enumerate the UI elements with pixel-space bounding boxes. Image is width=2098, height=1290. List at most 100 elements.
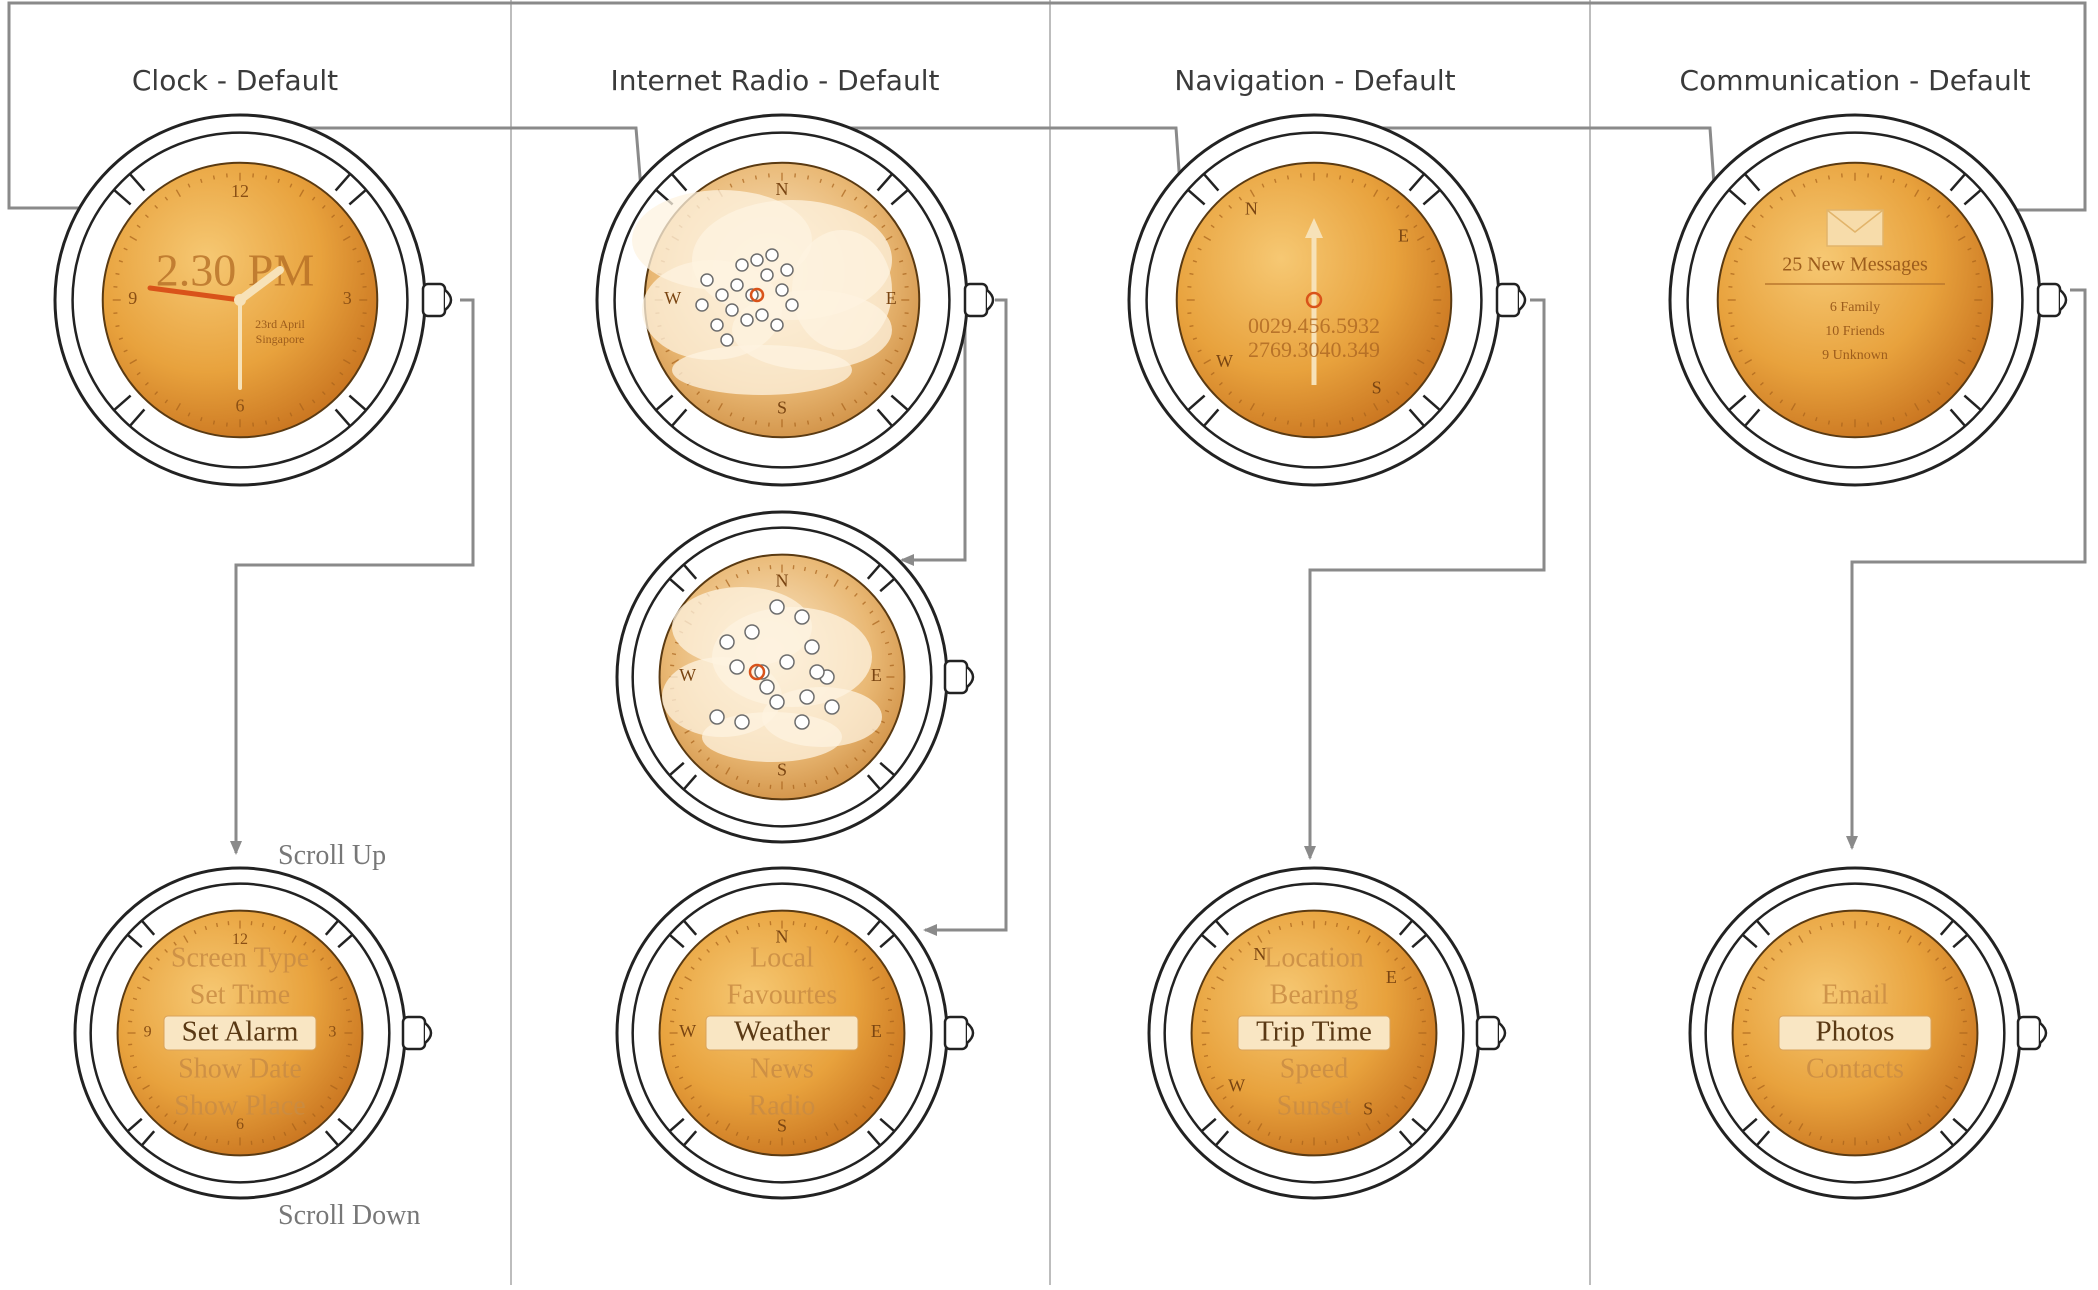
minute-tick bbox=[1291, 923, 1292, 927]
numeral-3: 3 bbox=[343, 288, 352, 308]
compass-w: W bbox=[1216, 351, 1233, 371]
pin-icon bbox=[760, 680, 774, 694]
minute-tick bbox=[346, 1010, 350, 1011]
crown-icon bbox=[945, 661, 967, 693]
minute-tick bbox=[361, 274, 365, 275]
minute-tick bbox=[1881, 421, 1882, 425]
pin-icon bbox=[781, 264, 793, 276]
minute-tick bbox=[759, 1139, 760, 1143]
menu-item: Speed bbox=[1280, 1053, 1348, 1084]
menu-item: Local bbox=[750, 942, 814, 973]
crown-tip bbox=[2060, 290, 2066, 310]
pin-icon bbox=[735, 715, 749, 729]
minute-tick bbox=[903, 274, 907, 275]
compass-e: E bbox=[886, 288, 897, 308]
minute-tick bbox=[1976, 326, 1980, 327]
crown-tip bbox=[1519, 290, 1525, 310]
minute-tick bbox=[1288, 176, 1289, 180]
world-map-icon bbox=[672, 345, 852, 395]
minute-tick bbox=[808, 176, 809, 180]
column-title-navigation: Navigation - Default bbox=[1065, 64, 1565, 97]
minute-tick bbox=[805, 1139, 806, 1143]
minute-tick bbox=[1745, 1056, 1749, 1057]
minute-tick bbox=[217, 923, 218, 927]
menu-item-selected: Photos bbox=[1816, 1016, 1895, 1048]
minute-tick bbox=[1878, 1139, 1879, 1143]
crown-tip bbox=[425, 1023, 431, 1043]
minute-tick bbox=[1745, 1010, 1749, 1011]
minute-tick bbox=[1832, 923, 1833, 927]
crown-icon bbox=[1477, 1017, 1499, 1049]
hand-pivot bbox=[234, 294, 246, 306]
compass-s: S bbox=[1363, 1098, 1373, 1118]
minute-tick bbox=[756, 421, 757, 425]
crown-tip bbox=[445, 290, 451, 310]
crown-icon bbox=[403, 1017, 425, 1049]
menu-item: Show Place bbox=[174, 1090, 305, 1121]
menu-item: Set Time bbox=[190, 979, 290, 1010]
pin-icon bbox=[726, 304, 738, 316]
compass-e: E bbox=[871, 1021, 882, 1041]
crown-icon bbox=[1497, 284, 1519, 316]
menu-item-selected: Trip Time bbox=[1256, 1016, 1372, 1048]
minute-tick bbox=[1435, 274, 1439, 275]
crown-tip bbox=[2040, 1023, 2046, 1043]
pin-icon bbox=[736, 259, 748, 271]
minute-tick bbox=[808, 421, 809, 425]
pin-icon bbox=[741, 314, 753, 326]
numeral-12: 12 bbox=[231, 181, 249, 201]
envelope-icon bbox=[1827, 210, 1883, 246]
comm-line: 9 Unknown bbox=[1822, 348, 1888, 363]
minute-tick bbox=[1204, 1010, 1208, 1011]
minute-tick bbox=[116, 326, 120, 327]
scroll-up-label: Scroll Up bbox=[278, 840, 386, 872]
minute-tick bbox=[888, 1056, 892, 1057]
minute-tick bbox=[1420, 1056, 1424, 1057]
comm-line: 10 Friends bbox=[1825, 324, 1885, 339]
nav-coordinate-1: 0029.456.5932 bbox=[1248, 313, 1380, 338]
world-map-icon bbox=[792, 230, 892, 350]
pin-icon bbox=[825, 700, 839, 714]
pin-icon bbox=[776, 284, 788, 296]
crown-icon bbox=[2018, 1017, 2040, 1049]
compass-s: S bbox=[777, 397, 787, 417]
minute-tick bbox=[1881, 176, 1882, 180]
pin-icon bbox=[761, 269, 773, 281]
comm-line: 6 Family bbox=[1830, 300, 1880, 315]
menu-item-selected: Weather bbox=[734, 1016, 830, 1048]
pin-icon bbox=[795, 610, 809, 624]
menu-item: Radio bbox=[749, 1090, 816, 1121]
compass-w: W bbox=[679, 1021, 696, 1041]
minute-tick bbox=[759, 783, 760, 787]
numeral-3: 3 bbox=[328, 1024, 336, 1041]
pin-icon bbox=[696, 299, 708, 311]
compass-e: E bbox=[1386, 967, 1397, 987]
minute-tick bbox=[1435, 326, 1439, 327]
minute-tick bbox=[130, 1010, 134, 1011]
minute-tick bbox=[1976, 274, 1980, 275]
minute-tick bbox=[266, 176, 267, 180]
pin-icon bbox=[701, 274, 713, 286]
menu-item: Email bbox=[1822, 979, 1889, 1010]
column-title-radio: Internet Radio - Default bbox=[525, 64, 1025, 97]
nav-coordinate-2: 2769.3040.349 bbox=[1248, 337, 1380, 362]
numeral-6: 6 bbox=[236, 395, 245, 415]
pin-icon bbox=[766, 249, 778, 261]
minute-tick bbox=[1420, 1010, 1424, 1011]
crown-icon bbox=[2038, 284, 2060, 316]
numeral-9: 9 bbox=[144, 1024, 152, 1041]
scroll-down-label: Scroll Down bbox=[278, 1200, 420, 1232]
compass-s: S bbox=[777, 760, 787, 780]
column-title-communication: Communication - Default bbox=[1605, 64, 2098, 97]
minute-tick bbox=[217, 1139, 218, 1143]
crown-icon bbox=[945, 1017, 967, 1049]
pin-icon bbox=[805, 640, 819, 654]
minute-tick bbox=[805, 923, 806, 927]
minute-tick bbox=[672, 654, 676, 655]
menu-item: Favourtes bbox=[727, 979, 837, 1010]
pin-icon bbox=[710, 710, 724, 724]
pin-icon bbox=[770, 600, 784, 614]
minute-tick bbox=[130, 1056, 134, 1057]
